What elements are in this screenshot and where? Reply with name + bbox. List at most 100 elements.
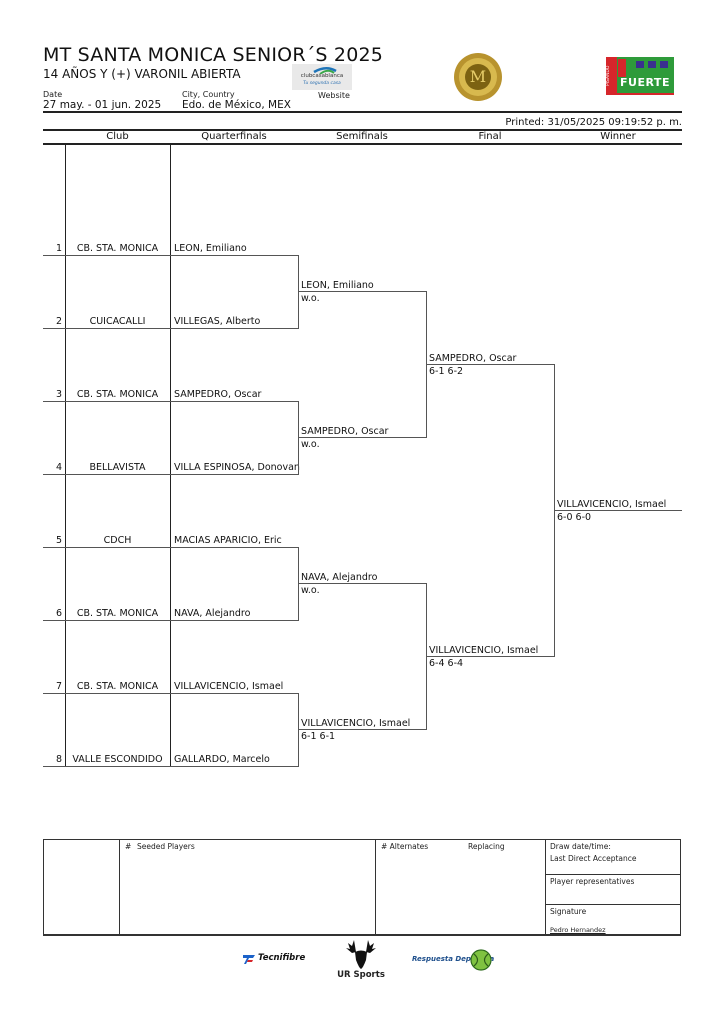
entry-club: BELLAVISTA — [89, 462, 146, 473]
entry-player[interactable]: SAMPEDRO, Oscar — [174, 389, 262, 400]
entry-club: CB. STA. MONICA — [76, 608, 159, 619]
printed-timestamp: Printed: 31/05/2025 09:19:52 p. m. — [505, 117, 682, 128]
seeded-hash: # — [125, 842, 132, 851]
tennis-ball-icon — [470, 949, 492, 971]
draw-date-label: Draw date/time: — [550, 842, 611, 851]
entry-line — [43, 547, 299, 549]
final-score: 6-4 6-4 — [429, 658, 464, 669]
seeded-players-cell: # Seeded Players — [119, 839, 376, 936]
sf-line — [298, 583, 426, 585]
alternates-label: # Alternates — [381, 842, 429, 851]
final-score: 6-1 6-2 — [429, 366, 464, 377]
final-line — [426, 656, 554, 658]
entry-player[interactable]: LEON, Emiliano — [174, 243, 247, 254]
final-player[interactable]: SAMPEDRO, Oscar — [429, 353, 517, 364]
ur-sports-text: UR Sports — [337, 970, 385, 980]
sf-line — [298, 437, 426, 439]
columns-top-rule — [43, 129, 682, 131]
entry-seed: 3 — [55, 389, 62, 400]
event-subtitle: 14 AÑOS Y (+) VARONIL ABIERTA — [43, 67, 241, 81]
col-quarterfinals: Quarterfinals — [201, 131, 267, 142]
entry-line — [43, 255, 299, 257]
entry-club: CB. STA. MONICA — [76, 243, 159, 254]
signature-cell: Signature Pedro Hernandez — [545, 904, 681, 936]
entry-seed: 1 — [55, 243, 62, 254]
date-label: Date — [43, 90, 63, 99]
sf-score: w.o. — [301, 293, 320, 304]
masters-tennis-logo: M — [453, 52, 503, 102]
entry-seed: 6 — [55, 608, 62, 619]
player-reps-label: Player representatives — [550, 877, 635, 886]
final-line — [426, 364, 554, 366]
entry-seed: 8 — [55, 754, 62, 765]
pisando-fuerte-logo: PISANDO FUERTE — [606, 57, 676, 97]
entry-club: CDCH — [103, 535, 132, 546]
col-winner: Winner — [600, 131, 636, 142]
footer-blank-cell — [43, 839, 120, 936]
col-final: Final — [478, 131, 502, 142]
club-logo-text: clubcasablanca — [300, 73, 344, 79]
entry-club: VALLE ESCONDIDO — [72, 754, 163, 765]
sf-score: w.o. — [301, 585, 320, 596]
entry-seed: 4 — [55, 462, 62, 473]
signature-label: Signature — [550, 907, 587, 916]
draw-date-cell: Draw date/time: Last Direct Acceptance — [545, 839, 681, 875]
sf-score: 6-1 6-1 — [301, 731, 336, 742]
swoosh-icon — [313, 67, 337, 74]
entry-line — [43, 328, 299, 330]
website-label: Website — [318, 91, 350, 100]
final-player[interactable]: VILLAVICENCIO, Ismael — [429, 645, 539, 656]
medal-icon — [454, 53, 502, 101]
header-divider — [43, 111, 682, 113]
ur-sports-logo: UR Sports — [336, 938, 386, 983]
sf-score: w.o. — [301, 439, 320, 450]
winner-score: 6-0 6-0 — [557, 512, 592, 523]
entry-player[interactable]: NAVA, Alejandro — [174, 608, 251, 619]
sf-line — [298, 291, 426, 293]
city-label: City, Country — [182, 90, 235, 99]
club-column-right-line — [170, 144, 172, 766]
club-logo-tagline: Tu segunda casa — [303, 81, 341, 86]
entry-line — [43, 401, 299, 403]
entry-line — [43, 766, 299, 768]
respuesta-deportiva-logo: Respuesta Deportiva — [412, 949, 495, 971]
masters-logo-mark: M — [469, 67, 487, 86]
tecnifibre-icon — [243, 955, 255, 964]
sf-player[interactable]: VILLAVICENCIO, Ismael — [301, 718, 411, 729]
tournament-title: MT SANTA MONICA SENIOR´S 2025 — [43, 44, 384, 66]
signature-name: Pedro Hernandez — [550, 926, 606, 934]
winner-line — [554, 510, 682, 512]
seeded-players-label: Seeded Players — [137, 842, 195, 851]
entry-player[interactable]: VILLA ESPINOSA, Donovan — [174, 462, 300, 473]
tecnifibre-text: Tecnifibre — [258, 953, 306, 963]
entry-player[interactable]: VILLEGAS, Alberto — [174, 316, 261, 327]
sf-player[interactable]: SAMPEDRO, Oscar — [301, 426, 389, 437]
entry-seed: 2 — [55, 316, 62, 327]
col-semifinals: Semifinals — [336, 131, 388, 142]
entry-line — [43, 474, 299, 476]
respuesta-deportiva-text: Respuesta Deportiva — [412, 955, 495, 963]
entry-club: CB. STA. MONICA — [76, 389, 159, 400]
alternates-cell: # Alternates Replacing — [375, 839, 546, 936]
entry-seed: 5 — [55, 535, 62, 546]
entry-club: CUICACALLI — [89, 316, 146, 327]
tecnifibre-logo: Tecnifibre — [242, 950, 312, 968]
sponsor-logo-main: FUERTE — [620, 76, 670, 89]
deer-head-icon — [346, 940, 376, 969]
replacing-label: Replacing — [468, 842, 505, 851]
entry-line — [43, 620, 299, 622]
club-column-left-line — [65, 144, 67, 766]
sf-player[interactable]: NAVA, Alejandro — [301, 572, 378, 583]
sf-player[interactable]: LEON, Emiliano — [301, 280, 374, 291]
date-value: 27 may. - 01 jun. 2025 — [43, 99, 162, 111]
winner-player[interactable]: VILLAVICENCIO, Ismael — [557, 499, 667, 510]
entry-player[interactable]: MACIAS APARICIO, Eric — [174, 535, 282, 546]
entry-seed: 7 — [55, 681, 62, 692]
entry-player[interactable]: VILLAVICENCIO, Ismael — [174, 681, 284, 692]
player-reps-cell: Player representatives — [545, 874, 681, 905]
entry-player[interactable]: GALLARDO, Marcelo — [174, 754, 270, 765]
columns-bottom-rule — [43, 143, 682, 145]
entry-line — [43, 693, 299, 695]
sf-line — [298, 729, 426, 731]
last-direct-acceptance-label: Last Direct Acceptance — [550, 854, 637, 863]
